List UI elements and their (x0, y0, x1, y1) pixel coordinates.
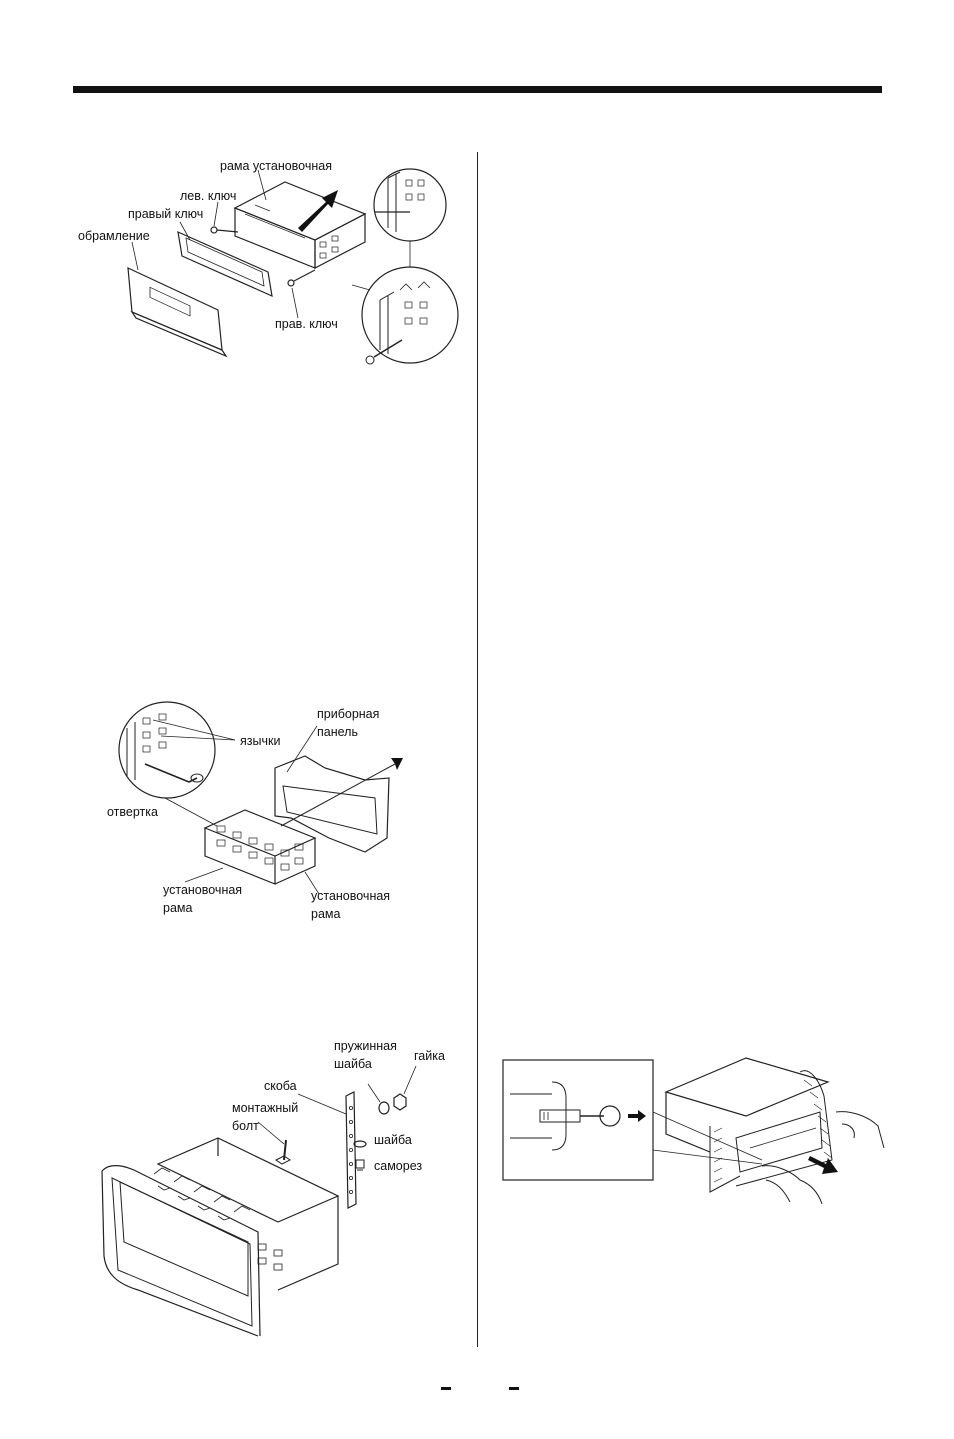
insert-arrow-icon (391, 758, 403, 770)
nut-icon (394, 1094, 406, 1110)
small-arrow-icon (628, 1110, 646, 1122)
label-tabs: язычки (240, 734, 280, 748)
mounting-sleeve (235, 208, 315, 268)
left-key-icon (211, 227, 217, 233)
page-mark-left (441, 1387, 451, 1390)
label-bracket: скоба (264, 1079, 297, 1093)
label-washer: шайба (374, 1133, 412, 1147)
tab-detail-circle (119, 702, 215, 798)
label-sleeve-a-2: рама (163, 901, 192, 915)
figure-sleeve-install-drawing: язычки отвертка приборная панель установ… (105, 698, 425, 933)
hand-left-icon (762, 1166, 822, 1204)
label-screwdriver: отвертка (107, 805, 158, 819)
pull-arrow-icon (298, 190, 338, 232)
dash-outline (102, 1166, 260, 1336)
figure-key-removal-drawing: рама установочная лев. ключ правый ключ … (70, 150, 470, 380)
right-key-icon (288, 280, 294, 286)
spring-washer-icon (379, 1102, 389, 1114)
faceplate-frame (178, 232, 272, 296)
label-dashboard-2: панель (317, 725, 358, 739)
key-detail-box (503, 1060, 653, 1180)
tapping-screw-icon (356, 1160, 364, 1170)
top-rule (73, 86, 882, 93)
label-spring-washer-1: пружинная (334, 1039, 397, 1053)
washer-icon (354, 1141, 366, 1147)
label-nut: гайка (414, 1049, 445, 1063)
figure-bracket-mount-drawing: пружинная шайба гайка скоба монтажный бо… (98, 1036, 458, 1336)
unit-front (736, 1112, 822, 1172)
figure-unit-extraction (500, 1052, 890, 1222)
label-trim: обрамление (78, 229, 150, 243)
label-dashboard-1: приборная (317, 707, 379, 721)
label-bolt-2: болт (232, 1119, 259, 1133)
unit-top (666, 1058, 828, 1116)
screwdriver-icon (145, 764, 197, 782)
page-number-marks (0, 1387, 954, 1393)
detail-circle-bottom (362, 267, 458, 363)
label-frame: рама установочная (220, 159, 332, 173)
figure-unit-extraction-drawing (500, 1052, 890, 1222)
page-mark-right (509, 1387, 519, 1390)
figure-bracket-mount: пружинная шайба гайка скоба монтажный бо… (98, 1036, 458, 1336)
column-divider (477, 152, 478, 1347)
label-right-key-bottom: прав. ключ (275, 317, 338, 331)
label-sleeve-a-1: установочная (163, 883, 242, 897)
hand-right-icon (836, 1112, 884, 1148)
label-bolt-1: монтажный (232, 1101, 298, 1115)
label-sleeve-b-2: рама (311, 907, 340, 921)
figure-sleeve-install: язычки отвертка приборная панель установ… (105, 698, 425, 933)
label-left-key: лев. ключ (180, 189, 236, 203)
label-tapping-screw: саморез (374, 1159, 422, 1173)
label-right-key-top: правый ключ (128, 207, 203, 221)
figure-key-removal: рама установочная лев. ключ правый ключ … (70, 150, 470, 380)
label-spring-washer-2: шайба (334, 1057, 372, 1071)
key-shaft (540, 1110, 580, 1122)
dashboard-panel (275, 756, 389, 852)
label-sleeve-b-1: установочная (311, 889, 390, 903)
